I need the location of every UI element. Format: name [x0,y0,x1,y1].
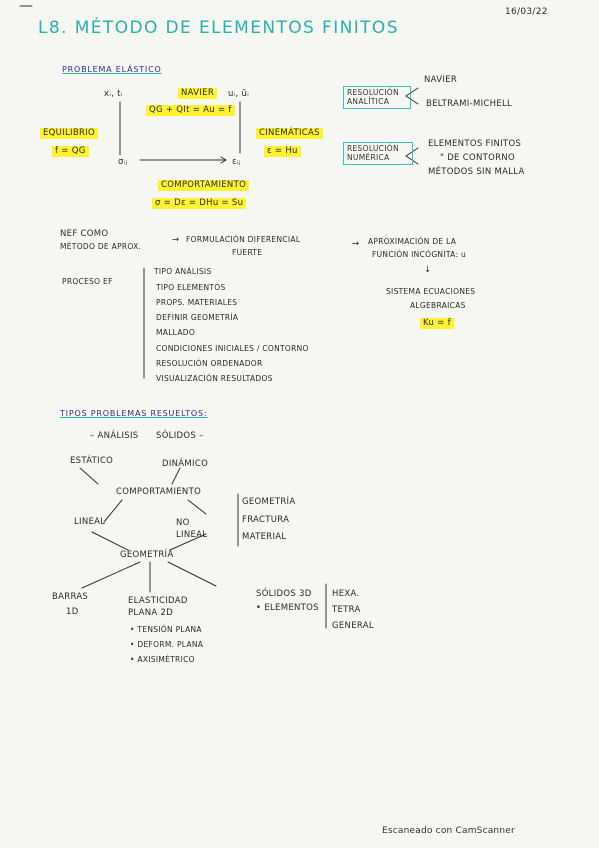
tipos-heading: TIPOS PROBLEMAS RESUELTOS: [60,409,208,418]
tipos-comportamiento: COMPORTAMIENTO [116,487,202,497]
elem-item: TETRA [332,605,361,615]
proceso-step: TIPO ELEMENTOS [156,283,226,292]
tipos-dinamico: DINÁMICO [162,459,209,469]
comportamiento-label: COMPORTAMIENTO [158,180,250,191]
nl-item: MATERIAL [242,532,287,542]
epsilon-symbol: εᵢⱼ [232,157,241,167]
date: 16/03/22 [505,7,548,17]
tipos-lineal: LINEAL [74,517,106,527]
equilibrio-label: EQUILIBRIO [40,128,98,139]
resolucion-numerica-box: RESOLUCIÓN NUMÉRICA [343,142,413,166]
nef-line2: MÉTODO DE APROX. [60,242,142,251]
analitica-navier: NAVIER [424,75,458,85]
problema-top-right: uᵢ, ūᵢ [228,89,250,99]
sistema-line1: SISTEMA ECUACIONES [386,287,476,296]
proceso-step: RESOLUCIÓN ORDENADOR [156,359,263,368]
elasticidad-item: • DEFORM. PLANA [130,640,204,649]
sistema-equation: Ku = f [420,318,454,329]
nl-item: FRACTURA [242,515,290,525]
solidos-elementos: • ELEMENTOS [256,603,319,613]
resolucion-analitica-box: RESOLUCIÓN ANALÍTICA [343,86,411,110]
analitica-beltrami: BELTRAMI-MICHELL [426,99,513,109]
problema-top-left: xᵢ, tᵢ [104,89,123,99]
elem-item: GENERAL [332,621,374,631]
barras-line2: 1D [66,607,79,617]
proceso-step: MALLADO [156,328,196,337]
elasticidad-item: • AXISIMÉTRICO [130,655,195,664]
aproximacion-line2: FUNCIÓN INCÓGNITA: u [372,250,467,259]
sigma-symbol: σᵢⱼ [118,157,128,167]
solidos-3d: SÓLIDOS 3D [256,589,312,599]
proceso-step: DEFINIR GEOMETRÍA [156,313,239,322]
nef-down-arrow: ↓ [424,265,432,275]
sistema-line2: ALGEBRAICAS [410,301,466,310]
scanner-footer: Escaneado con CamScanner [382,826,515,836]
tipos-solidos: SÓLIDOS – [156,431,204,441]
nl-item: GEOMETRÍA [242,497,296,507]
tipos-analisis: – ANÁLISIS [90,431,139,441]
tipos-no-lineal-1: NO [176,518,190,528]
numerica-contorno: " DE CONTORNO [440,153,515,163]
proceso-step: PROPS. MATERIALES [156,298,238,307]
proceso-step: CONDICIONES INICIALES / CONTORNO [156,344,309,353]
aproximacion-line1: APROXIMACIÓN DE LA [368,237,457,246]
comportamiento-equation: σ = Dε = DHu = Su [152,198,247,209]
formulacion-line1: FORMULACIÓN DIFERENCIAL [186,235,301,244]
proceso-step: TIPO ANÁLISIS [154,267,212,276]
cinematicas-label: CINEMÁTICAS [256,128,323,139]
navier-equation: QG + QIt = Au = f [146,105,235,116]
proceso-step: VISUALIZACIÓN RESULTADOS [156,374,273,383]
tipos-estatico: ESTÁTICO [70,456,114,466]
tipos-geometria: GEOMETRÍA [120,550,174,560]
elasticidad-line1: ELASTICIDAD [128,596,188,606]
elasticidad-line2: PLANA 2D [128,608,174,618]
navier-label: NAVIER [178,88,218,99]
nef-line1: NEF COMO [60,229,109,239]
page-title: L8. MÉTODO DE ELEMENTOS FINITOS [38,18,399,38]
problema-heading: PROBLEMA ELÁSTICO [62,65,162,74]
barras-line1: BARRAS [52,592,89,602]
numerica-sin-malla: MÉTODOS SIN MALLA [428,167,525,177]
numerica-elementos-finitos: ELEMENTOS FINITOS [428,139,522,149]
nef-arrow1: → [172,235,180,245]
nef-arrow2: → [352,239,360,249]
formulacion-line2: FUERTE [232,248,263,257]
tipos-no-lineal-2: LINEAL [176,530,208,540]
elasticidad-item: • TENSIÓN PLANA [130,625,202,634]
proceso-label: PROCESO EF [62,277,113,286]
elem-item: HEXA. [332,589,360,599]
cinematicas-equation: ε = Hu [264,146,301,157]
equilibrio-equation: f = QG [52,146,89,157]
